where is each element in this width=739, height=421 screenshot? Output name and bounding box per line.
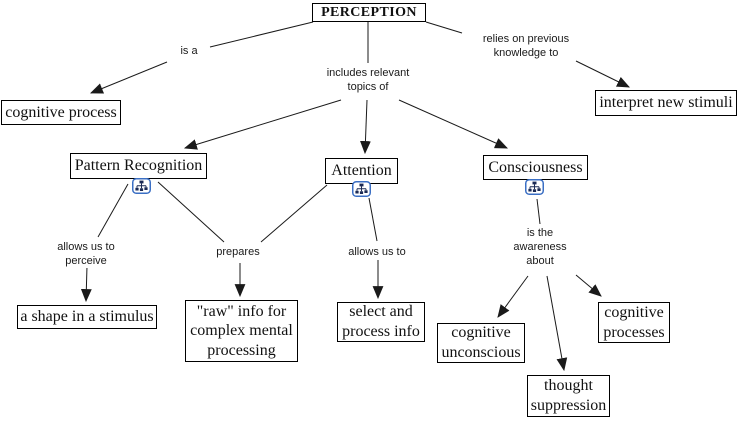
edge-consciousness-awareness (536, 198, 541, 225)
concept-cognitive-unconscious[interactable]: cognitive unconscious (437, 323, 525, 363)
edge-attention-allows (368, 197, 378, 242)
edge-awareness-cognitive-processes (575, 274, 602, 297)
cmap-resource-icon[interactable] (132, 178, 151, 194)
edge-pr-allows-perceive (97, 183, 129, 238)
edge-perception-relies (425, 21, 463, 34)
edge-awareness-thought-suppression (546, 275, 568, 372)
concept-consciousness[interactable]: Consciousness (483, 155, 588, 180)
concept-select-and-process-info[interactable]: select and process info (337, 302, 425, 342)
concept-cognitive-process[interactable]: cognitive process (1, 100, 121, 125)
concept-perception[interactable]: PERCEPTION (312, 3, 426, 22)
edge-perception-isa (209, 21, 314, 48)
link-label-prepares[interactable]: prepares (206, 245, 270, 260)
link-label-relies-on-previous-knowledge[interactable]: relies on previous knowledge to (474, 32, 578, 61)
concept-a-shape-in-a-stimulus[interactable]: a shape in a stimulus (17, 305, 157, 329)
concept-interpret-new-stimuli[interactable]: interpret new stimuli (595, 90, 737, 116)
link-label-is-the-awareness-about[interactable]: is the awareness about (504, 226, 576, 269)
concept-thought-suppression[interactable]: thought suppression (527, 375, 610, 417)
edge-isa-cognitive-process (89, 61, 168, 94)
edge-attention-prepares (260, 184, 328, 243)
concept-cognitive-processes[interactable]: cognitive processes (598, 302, 670, 343)
edge-includes-pattern-recognition (183, 99, 342, 150)
concept-raw-info[interactable]: "raw" info for complex mental processing (185, 300, 298, 362)
edge-includes-consciousness (398, 99, 508, 149)
concept-attention[interactable]: Attention (325, 158, 398, 184)
cmap-resource-icon[interactable] (352, 181, 371, 197)
link-label-is-a[interactable]: is a (171, 44, 207, 59)
link-label-allows-us-to[interactable]: allows us to (345, 245, 409, 260)
edge-pr-prepares (157, 181, 225, 243)
link-label-allows-us-to-perceive[interactable]: allows us to perceive (46, 240, 126, 269)
link-label-includes-relevant-topics[interactable]: includes relevant topics of (318, 66, 418, 95)
edge-relies-interpret (575, 60, 630, 88)
cmap-resource-icon[interactable] (525, 179, 544, 195)
edge-allows-perceive-shape (80, 265, 92, 303)
edge-includes-attention (360, 99, 371, 155)
concept-pattern-recognition[interactable]: Pattern Recognition (70, 153, 207, 179)
edge-awareness-cognitive-unconscious (497, 275, 529, 318)
